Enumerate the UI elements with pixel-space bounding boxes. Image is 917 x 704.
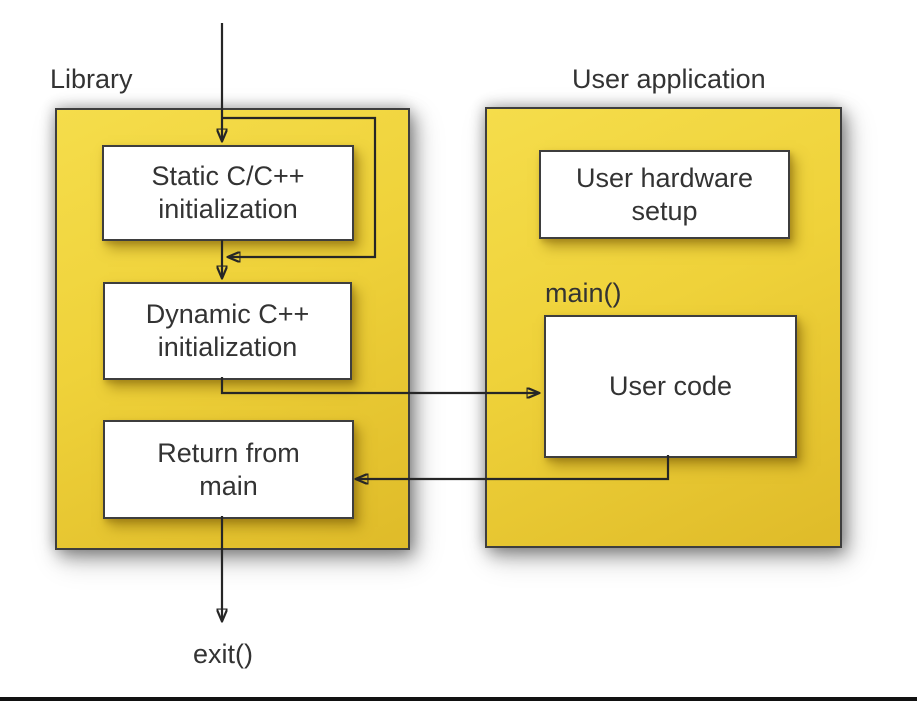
return-from-main-box: Return from main bbox=[103, 420, 354, 519]
user-application-panel-label: User application bbox=[572, 64, 766, 94]
bottom-divider-rule bbox=[0, 697, 917, 701]
library-panel: Static C/C++ initialization Dynamic C++ … bbox=[55, 108, 410, 550]
library-panel-label: Library bbox=[50, 64, 133, 94]
static-init-box: Static C/C++ initialization bbox=[102, 145, 354, 241]
user-code-box: User code bbox=[544, 315, 797, 458]
main-function-label: main() bbox=[545, 278, 622, 308]
user-hardware-setup-box: User hardware setup bbox=[539, 150, 790, 239]
exit-function-label: exit() bbox=[193, 639, 253, 669]
dynamic-init-box: Dynamic C++ initialization bbox=[103, 282, 352, 380]
user-application-panel: User hardware setup main() User code bbox=[485, 107, 842, 548]
